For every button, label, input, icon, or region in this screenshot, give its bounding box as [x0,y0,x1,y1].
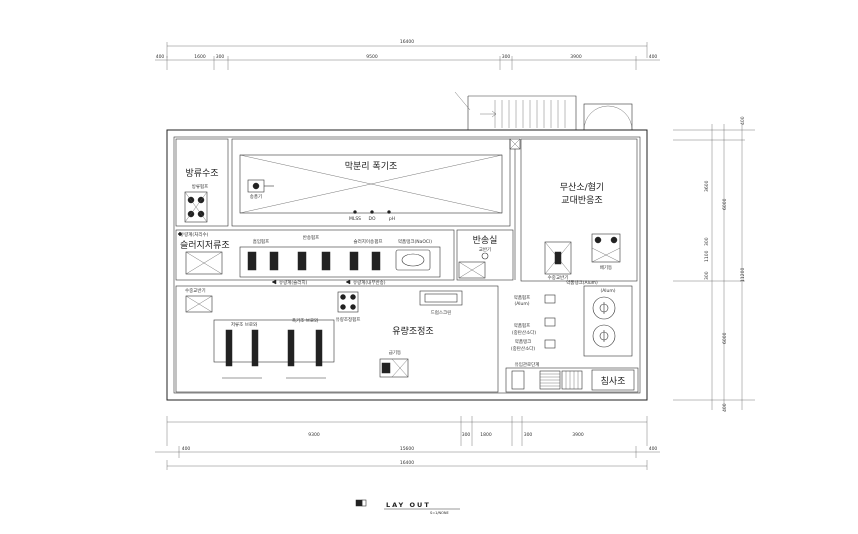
stairs-area [454,91,633,131]
chem-pump-1-sub: (Alum) [514,301,529,307]
dim-right-3: 1100 [704,250,710,262]
flow-adjust-tank-title: 유량조정조 [392,325,433,337]
blower-group-label: 저류조 브로와 [231,321,257,328]
water-stirrer-2-label: 수중교반기 [185,287,206,294]
right-dimensions: 400 3600 300 1100 300 6000 6000 11200 40… [673,116,755,412]
dim-bottom-mid-2: 400 [649,446,658,452]
sensor-ph: pH [389,216,395,222]
dim-bottom-total: 16400 [400,460,414,466]
dim-right-0: 400 [740,116,746,125]
dim-bottom-4: 3900 [572,432,584,438]
drum-screen-label: 드럼스크린 [431,309,452,316]
dim-top-1: 1600 [194,54,206,60]
membrane-tank-title: 막분리 폭기조 [345,161,398,172]
chem-pumps: 약품펌프 (Alum) 약품펌프 (중탄산소다) 약품탱크 (중탄산소다) [511,294,556,352]
membrane-tank: 막분리 폭기조 송풍기 MLSS DO pH [231,138,511,227]
dim-right-5: 6000 [722,332,728,344]
flowmeter-row: 유량계(슬러지) 유량계(내부반송) 약품탱크(Alum) [271,279,598,286]
backwash-tank: 방류수조 방류펌프 [175,138,229,227]
dim-bottom-mid-1: 15600 [400,446,414,452]
sedimentation-room: 유입관로단계 침사조 [505,361,639,393]
dim-bottom-2: 1800 [480,432,492,438]
chem-tank-2-label: 약품탱크 [515,338,532,345]
dim-bottom-1: 300 [462,432,471,438]
anoxic-tank: 무산소/혐기 교대반응조 수중교반기 배기등 [520,138,638,282]
return-stirrer-label: 교반기 [479,246,491,253]
sensor-mlss: MLSS [349,216,361,222]
dim-top-2: 300 [216,54,225,60]
dim-bottom-mid-0: 400 [182,446,191,452]
chem-pump-1-label: 약품펌프 [514,294,531,301]
dim-top-total: 16400 [400,39,414,45]
dim-top-0: 400 [156,54,165,60]
anoxic-tank-title-2: 교대반응조 [561,195,602,206]
dim-top-4: 300 [502,54,511,60]
water-stirrer-1-label: 수중교반기 [548,274,569,281]
dim-right-4: 300 [704,271,710,280]
title-scale: S=1/NONE [430,511,449,515]
dim-right-total: 11200 [740,268,746,282]
sludge-tank: 유량계(처리수) 슬러지저류조 흡입펌프 반송펌프 슬러지이송펌프 약품탱크(N… [175,229,455,281]
top-dimensions: 16400 400 1600 300 9500 300 3900 400 [155,39,660,70]
chem-pump-2-sub: (중탄산소다) [512,329,536,336]
inner-wall [173,136,641,394]
dim-top-6: 400 [649,54,658,60]
dim-bottom-3: 300 [524,432,533,438]
dim-right-outer-0: 6000 [722,198,728,210]
dim-top-5: 3900 [570,54,582,60]
flowmeter-inflow-label: 유량계(내부반송) [353,279,386,286]
backwash-tank-title: 방류수조 [185,168,218,179]
return-room-title: 반송실 [473,235,498,246]
anoxic-tank-title-1: 무산소/혐기 [560,182,604,193]
chem-tank-naocl-label: 약품탱크(NaOCl) [398,238,432,245]
alum-label: (Alum) [600,288,615,294]
blower-small-label: 송풍기 [250,193,262,200]
sensor-do: DO [368,216,375,222]
return-pump-label: 반송펌프 [303,234,320,241]
dosing-device-label: 배기등 [600,264,612,271]
suction-pump-label: 흡입펌프 [253,238,270,245]
pump-row [247,251,381,271]
flow-adjust-tank: 수중교반기 유량조정펌프 드럼스크린 유량조정조 저류조 브로와 폭기조 브로와… [175,285,499,393]
pipe-label: 유입관로단계 [515,361,540,368]
dim-top-3: 9500 [366,54,378,60]
title-main: LAY OUT [386,501,431,509]
alum-room: (Alum) [583,285,633,357]
flowmeter-treated-label: 유량계(처리수) [180,231,209,238]
chem-tank-alum-label: 약품탱크(Alum) [566,279,598,286]
chem-pump-2-label: 약품펌프 [514,322,531,329]
dim-right-outer-2: 400 [722,403,728,412]
outer-wall [166,129,648,401]
title-block: LAY OUT S=1/NONE [355,499,460,515]
blower-group-2-label: 폭기조 브로와 [292,317,318,324]
flow-adjust-pump-label: 유량조정펌프 [336,316,361,323]
bottom-dimensions: 9300 300 1800 300 3900 400 15600 400 164… [155,416,660,470]
pipe-shaft [509,138,521,280]
sedimentation-title: 침사조 [601,376,626,387]
dim-right-2: 300 [704,237,710,246]
sludge-pump-label: 슬러지이송펌프 [354,238,383,245]
flowmeter-sludge-label: 유량계(슬러지) [279,279,308,286]
backwash-pump-label: 방류펌프 [192,183,209,190]
sludge-tank-title: 슬러지저류조 [180,240,230,251]
dim-right-1: 3600 [704,180,710,192]
return-room: 반송실 교반기 [456,229,514,281]
blower-row [225,329,323,367]
supply-pump-label: 급기등 [389,349,401,356]
dim-bottom-0: 9300 [308,432,320,438]
chem-tank-2-sub: (중탄산소다) [511,345,535,352]
